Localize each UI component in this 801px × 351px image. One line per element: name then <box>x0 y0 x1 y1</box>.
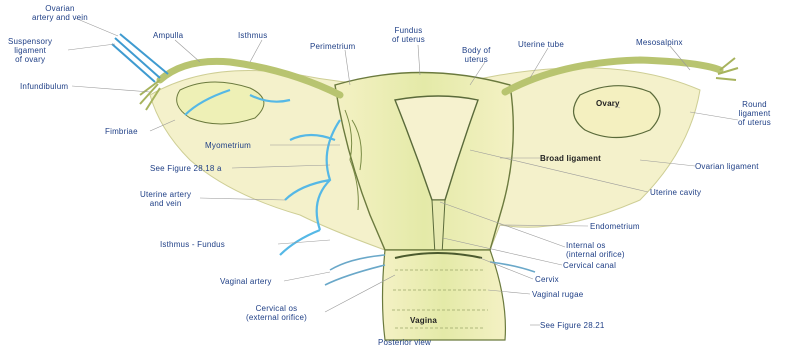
label-isthmus: Isthmus <box>238 31 267 40</box>
label-cervix: Cervix <box>535 275 559 284</box>
label-perimetrium: Perimetrium <box>310 42 355 51</box>
label-mesosalpinx: Mesosalpinx <box>636 38 683 47</box>
label-vaginal-artery: Vaginal artery <box>220 277 272 286</box>
label-broad-ligament: Broad ligament <box>540 154 601 163</box>
label-fundus: Fundus of uterus <box>392 26 425 44</box>
label-see-figure-a: See Figure 28.18 a <box>150 164 222 173</box>
label-cervical-os: Cervical os (external orifice) <box>246 304 307 322</box>
label-vaginal-rugae: Vaginal rugae <box>532 290 583 299</box>
label-fimbriae: Fimbriae <box>105 127 138 136</box>
label-endometrium: Endometrium <box>590 222 640 231</box>
right-ovary-shape <box>574 86 660 138</box>
label-uterine-tube: Uterine tube <box>518 40 564 49</box>
label-body-of-uterus: Body of uterus <box>462 46 491 64</box>
label-round-ligament: Round ligament of uterus <box>738 100 771 127</box>
label-myometrium: Myometrium <box>205 141 251 150</box>
label-infundibulum: Infundibulum <box>20 82 68 91</box>
suspensory-ligament-strands <box>112 34 168 82</box>
label-uterine-cavity: Uterine cavity <box>650 188 701 197</box>
label-see-figure-b: See Figure 28.21 <box>540 321 605 330</box>
label-ovarian-artery-vein: Ovarian artery and vein <box>32 4 88 22</box>
vagina-shape <box>383 250 506 340</box>
label-internal-os: Internal os (internal orifice) <box>566 241 625 259</box>
label-uterine-artery-vein: Uterine artery and vein <box>140 190 191 208</box>
label-ampulla: Ampulla <box>153 31 183 40</box>
label-cervical-canal: Cervical canal <box>563 261 616 270</box>
label-vagina: Vagina <box>410 316 437 325</box>
label-suspensory-ligament: Suspensory ligament of ovary <box>8 37 52 64</box>
label-isthmus-fundus: Isthmus - Fundus <box>160 240 225 249</box>
left-ovary-shape <box>177 82 264 124</box>
label-posterior-view: Posterior view <box>378 338 431 347</box>
label-ovary: Ovary <box>596 99 620 108</box>
label-ovarian-ligament: Ovarian ligament <box>695 162 759 171</box>
